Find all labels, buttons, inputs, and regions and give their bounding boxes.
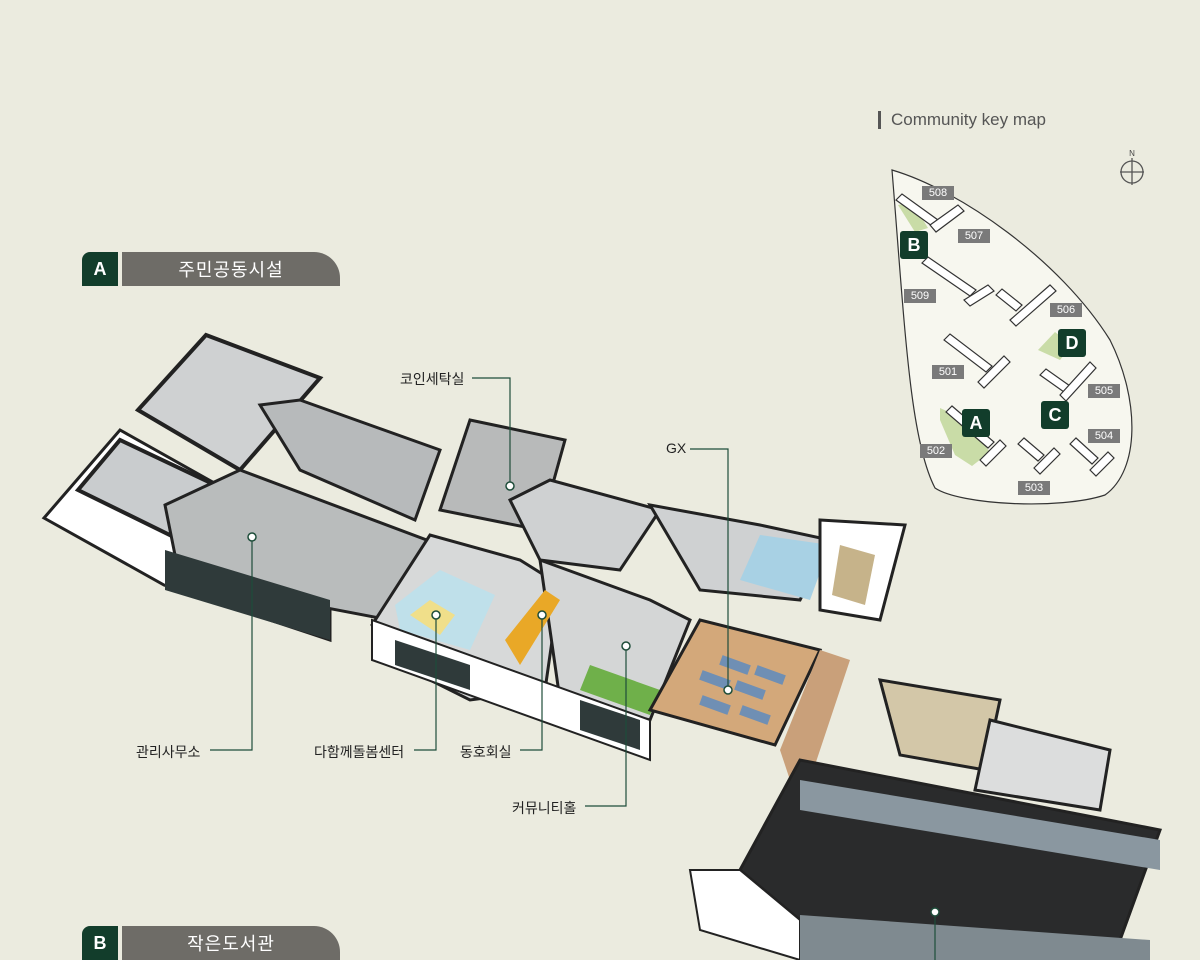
building-label-501: 501 xyxy=(932,365,964,379)
building-label-506: 506 xyxy=(1050,303,1082,317)
section-b-header: B 작은도서관 xyxy=(82,926,340,960)
building-label-502: 502 xyxy=(920,444,952,458)
compass-icon: N xyxy=(1120,149,1144,185)
callout-coin-laundry: 코인세탁실 xyxy=(400,371,465,387)
callout-management-office: 관리사무소 xyxy=(136,744,201,760)
building-label-503: 503 xyxy=(1018,481,1050,495)
section-a-letter: A xyxy=(82,252,118,286)
building-label-504: 504 xyxy=(1088,429,1120,443)
keymap-title: Community key map xyxy=(878,111,1046,129)
section-b-name: 작은도서관 xyxy=(122,926,340,960)
zone-marker-d: D xyxy=(1058,329,1086,357)
zone-marker-c: C xyxy=(1041,401,1069,429)
zone-marker-a: A xyxy=(962,409,990,437)
compass-label: N xyxy=(1129,149,1135,158)
building-label-507: 507 xyxy=(958,229,990,243)
section-a-name: 주민공동시설 xyxy=(122,252,340,286)
zone-marker-b: B xyxy=(900,231,928,259)
callout-childcare-center: 다함께돌봄센터 xyxy=(314,744,405,760)
callout-club-room: 동호회실 xyxy=(460,744,512,760)
building-label-508: 508 xyxy=(922,186,954,200)
callout-gx: GX xyxy=(666,440,687,456)
section-a-header: A 주민공동시설 xyxy=(82,252,340,286)
section-b-letter: B xyxy=(82,926,118,960)
callout-community-hall: 커뮤니티홀 xyxy=(512,800,577,816)
building-label-509: 509 xyxy=(904,289,936,303)
building-label-505: 505 xyxy=(1088,384,1120,398)
